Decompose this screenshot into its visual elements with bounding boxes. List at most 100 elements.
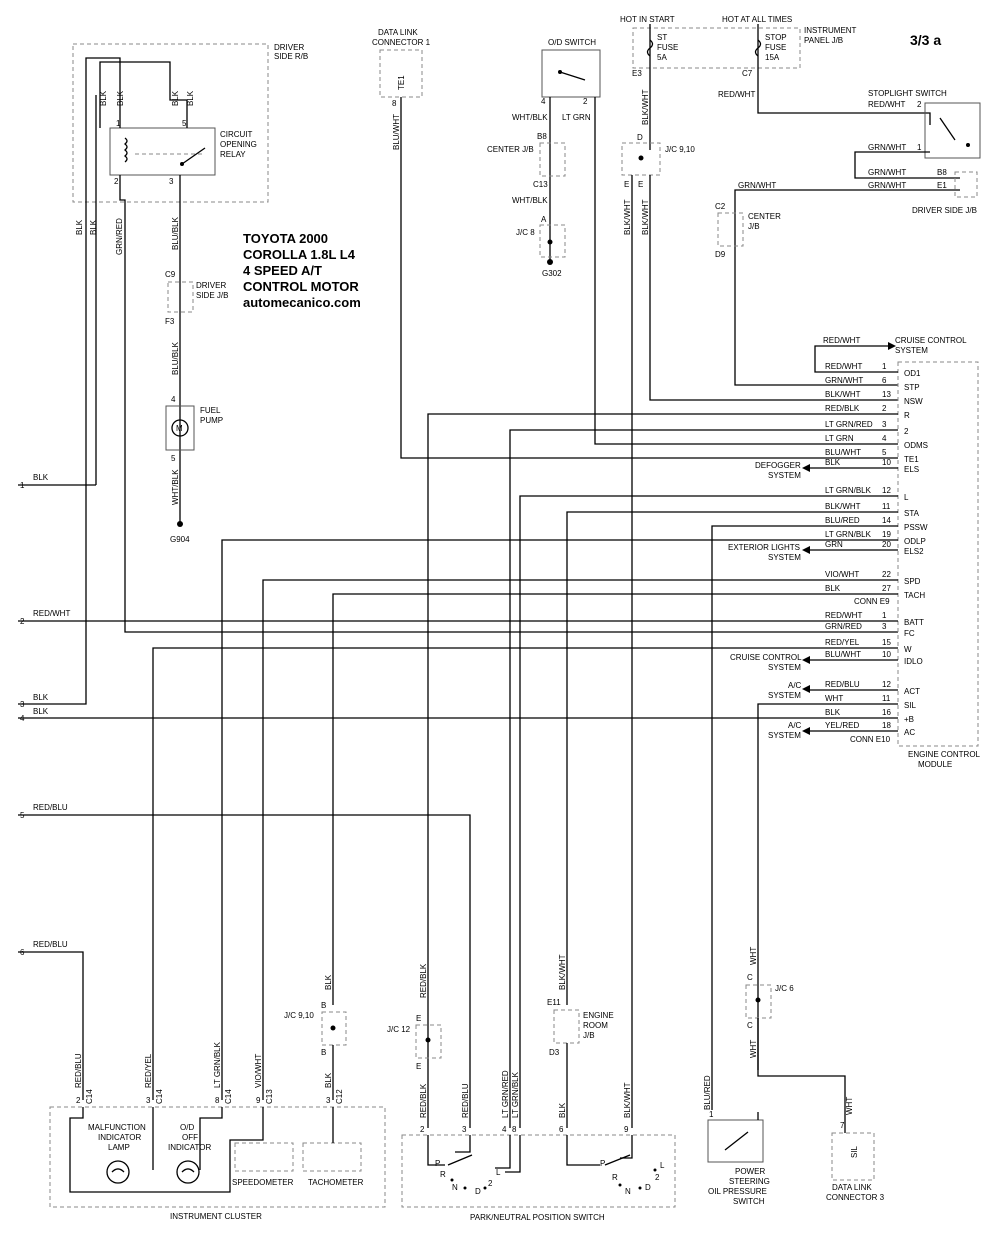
cluster-od-feed bbox=[199, 1107, 223, 1170]
conn-e9: CONN E9 bbox=[854, 597, 890, 606]
wire-label-red-wht-cruise: RED/WHT bbox=[823, 336, 860, 345]
wire-label-blk-b: BLK bbox=[116, 90, 125, 106]
hot-at-all-times: HOT AT ALL TIMES bbox=[722, 15, 792, 24]
ecm-row-signal-11: ODLP bbox=[904, 537, 926, 546]
ecm-row-signal-8: L bbox=[904, 493, 909, 502]
pnp2-p: P bbox=[600, 1159, 605, 1168]
od-pin-4: 4 bbox=[541, 97, 546, 106]
wire-label-blk-wht-a: BLK/WHT bbox=[623, 199, 632, 235]
ecm-row-wire-16: GRN/RED bbox=[825, 622, 862, 631]
conn-e-right: E bbox=[638, 180, 643, 189]
ecm-row-signal-9: STA bbox=[904, 509, 920, 518]
wire-label-blk-tach: BLK bbox=[324, 974, 333, 990]
conn-c2: C2 bbox=[715, 202, 726, 211]
ecm-row-pin-22: 18 bbox=[882, 721, 891, 730]
stop-fuse-icon bbox=[754, 39, 762, 57]
pnp2-l: L bbox=[660, 1161, 665, 1170]
pnp1-p: P bbox=[435, 1159, 440, 1168]
wire-label-blk-f: BLK bbox=[89, 219, 98, 235]
ecm-row-signal-18: IDLO bbox=[904, 657, 923, 666]
od-off-label-1: O/D bbox=[180, 1123, 194, 1132]
jc910-bottom-splice-icon bbox=[330, 1025, 336, 1031]
pnp-pin-0: 2 bbox=[420, 1125, 425, 1134]
wire-blk-wht-nsw bbox=[649, 175, 898, 401]
conn-e11: E11 bbox=[547, 998, 561, 1007]
relay-pin-3: 3 bbox=[169, 177, 174, 186]
wire-grn-wht-stp bbox=[734, 189, 960, 386]
pnp2-dot2-icon bbox=[638, 1186, 642, 1190]
tachometer-box bbox=[302, 1142, 362, 1172]
jc6-splice-icon bbox=[755, 997, 761, 1003]
title-line-4: CONTROL MOTOR bbox=[243, 279, 359, 294]
ecm-row-pin-4: 3 bbox=[882, 420, 887, 429]
conn-e1: E1 bbox=[937, 181, 947, 190]
wire-grn-wht-stop bbox=[854, 151, 960, 179]
cluster-conn-2: C14 bbox=[224, 1089, 233, 1104]
tachometer-label: TACHOMETER bbox=[308, 1178, 364, 1187]
ecm-row-pin-6: 5 bbox=[882, 448, 887, 457]
wire-red-blu-5 bbox=[18, 814, 471, 1128]
fuel-pump-box bbox=[165, 405, 195, 451]
ecm-row-signal-5: ODMS bbox=[904, 441, 928, 450]
pnp-internal-r bbox=[427, 1135, 445, 1166]
wire-label-wht-blk-od: WHT/BLK bbox=[512, 113, 548, 122]
ecm-box bbox=[897, 361, 979, 747]
ecm-row-pin-9: 11 bbox=[882, 502, 891, 511]
pnp-wire-label-3: LT GRN/BLK bbox=[511, 1071, 520, 1118]
cruise-top-1: CRUISE CONTROL bbox=[895, 336, 967, 345]
arrow-defogger-icon bbox=[802, 464, 810, 472]
driver-side-jb-box bbox=[954, 171, 978, 198]
pnp2-dot3-icon bbox=[653, 1168, 657, 1172]
jc8-label: J/C 8 bbox=[516, 228, 535, 237]
ecm-row-pin-19: 12 bbox=[882, 680, 891, 689]
data-link-3-box bbox=[831, 1132, 875, 1181]
od-switch-label: O/D SWITCH bbox=[548, 38, 596, 47]
ref-5-num: 5 bbox=[20, 811, 25, 820]
relay-pin-5: 5 bbox=[182, 119, 187, 128]
jc8-box bbox=[539, 224, 566, 258]
wire-label-lt-grn-od: LT GRN bbox=[562, 113, 591, 122]
data-link-3-label-2: CONNECTOR 3 bbox=[826, 1193, 885, 1202]
wire-red-yel-w bbox=[152, 647, 898, 1100]
center-jb-right-1: CENTER bbox=[748, 212, 781, 221]
wire-label-red-blk-a: RED/BLK bbox=[419, 963, 428, 998]
pnp-pin-3: 8 bbox=[512, 1125, 517, 1134]
ref-2-num: 2 bbox=[20, 617, 25, 626]
fuel-pump-label-2: PUMP bbox=[200, 416, 223, 425]
wire-label-blu-blk-a: BLU/BLK bbox=[171, 216, 180, 250]
data-link-1-label-2: CONNECTOR 1 bbox=[372, 38, 431, 47]
ecm-row-pin-0: 1 bbox=[882, 362, 887, 371]
pnp-wire-label-0: RED/BLK bbox=[419, 1083, 428, 1118]
cluster-conn-1: C14 bbox=[155, 1089, 164, 1104]
ps-label-1: POWER bbox=[735, 1167, 765, 1176]
wire-label-blk-d: BLK bbox=[186, 90, 195, 106]
od-off-label-3: INDICATOR bbox=[168, 1143, 211, 1152]
ecm-row-signal-12: ELS2 bbox=[904, 547, 924, 556]
engine-room-jb-2: ROOM bbox=[583, 1021, 608, 1030]
stoplight-switch-box bbox=[924, 102, 981, 159]
circuit-opening-relay-box bbox=[109, 127, 216, 176]
wire-label-red-wht-stop-2: RED/WHT bbox=[868, 100, 905, 109]
ecm-row-signal-22: AC bbox=[904, 728, 915, 737]
cluster-conn-3: C13 bbox=[265, 1089, 274, 1104]
ecm-row-signal-13: SPD bbox=[904, 577, 921, 586]
engine-room-jb-box bbox=[553, 1009, 580, 1044]
wire-label-blk-wht-sta: BLK/WHT bbox=[558, 954, 567, 990]
conn-a: A bbox=[541, 215, 547, 224]
wire-label-blu-red-ps: BLU/RED bbox=[703, 1075, 712, 1110]
ground-g302-icon bbox=[547, 259, 553, 265]
ac1-2: SYSTEM bbox=[768, 691, 801, 700]
ecm-row-signal-14: TACH bbox=[904, 591, 925, 600]
wire-label-blk-wht-st: BLK/WHT bbox=[641, 89, 650, 125]
title-line-2: COROLLA 1.8L L4 bbox=[243, 247, 356, 262]
cluster-pin-4: 3 bbox=[326, 1096, 331, 1105]
ecm-row-pin-10: 14 bbox=[882, 516, 891, 525]
od-pin-2: 2 bbox=[583, 97, 588, 106]
ref-3-num: 3 bbox=[20, 700, 25, 709]
jc910-top-splice-icon bbox=[638, 155, 644, 161]
pnp-pin-5: 9 bbox=[624, 1125, 629, 1134]
pnp1-2: 2 bbox=[488, 1179, 493, 1188]
relay-label-2: OPENING bbox=[220, 140, 257, 149]
